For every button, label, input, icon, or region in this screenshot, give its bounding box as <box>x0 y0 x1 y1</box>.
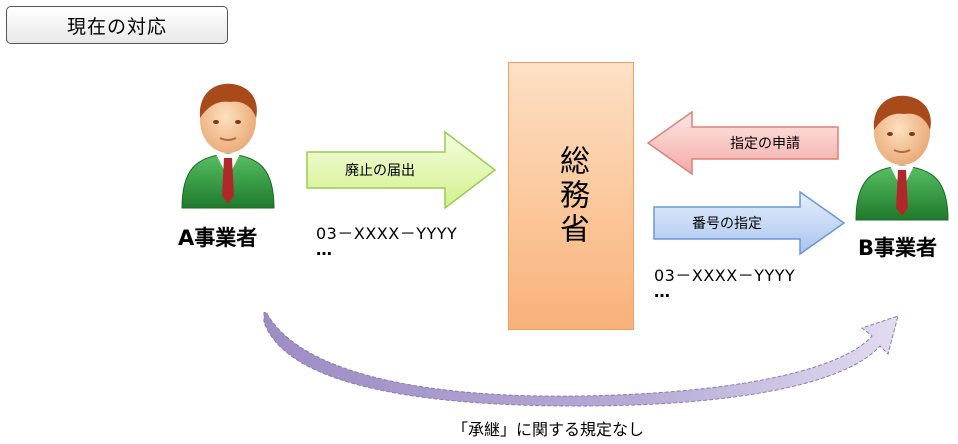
company-a-number: 03－XXXX－YYYY <box>316 224 458 243</box>
person-icon <box>181 83 275 209</box>
company-b-label: B事業者 <box>858 236 938 260</box>
person-icon <box>855 95 949 221</box>
company-b-number: 03－XXXX－YYYY <box>654 266 796 285</box>
succession-curve-arrow <box>263 312 899 407</box>
designation-arrow <box>653 190 846 256</box>
application-label: 指定の申請 <box>730 136 800 152</box>
ministry-block <box>508 62 634 330</box>
company-a-label: A事業者 <box>178 226 258 250</box>
company-b-dots: … <box>654 282 671 301</box>
application-arrow <box>646 110 839 176</box>
section-title: 現在の対応 <box>6 6 228 44</box>
abolition-arrow <box>306 130 497 210</box>
ministry-label: 総務省 <box>554 145 589 247</box>
abolition-label: 廃止の届出 <box>345 163 415 179</box>
designation-label: 番号の指定 <box>692 216 762 232</box>
company-a-dots: … <box>316 240 333 259</box>
caption: 「承継」に関する規定なし <box>452 420 645 439</box>
